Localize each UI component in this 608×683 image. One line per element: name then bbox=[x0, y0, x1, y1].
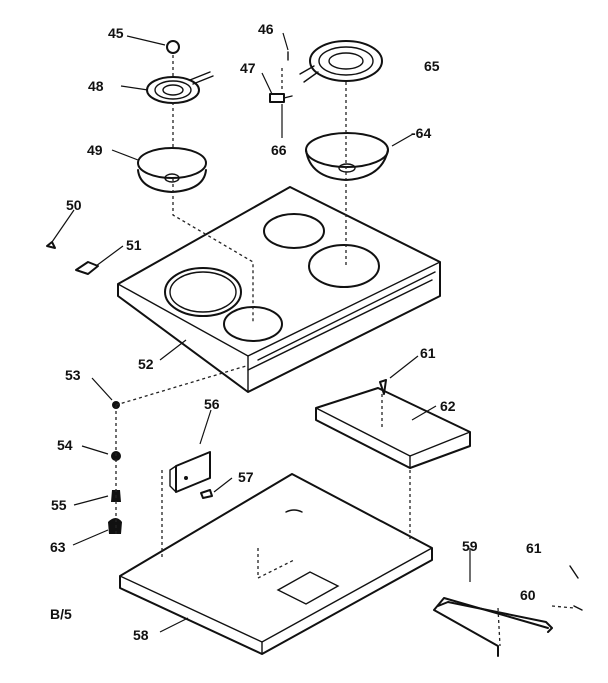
surface-element-part-65 bbox=[299, 40, 383, 83]
callout-61-right: 61 bbox=[526, 540, 542, 556]
hardware-parts-53-54-55-63 bbox=[108, 401, 122, 534]
callout-50: 50 bbox=[66, 197, 82, 213]
drip-pan-part-49 bbox=[137, 147, 207, 193]
clip-part-51 bbox=[75, 261, 99, 275]
handle-part-59 bbox=[433, 597, 553, 657]
callout-63: 63 bbox=[50, 539, 66, 555]
callout-49: 49 bbox=[87, 142, 103, 158]
callout-labels: 45 46 47 48 49 50 51 52 53 54 55 56 57 5… bbox=[50, 21, 542, 643]
screw-part-61-right bbox=[569, 565, 579, 579]
callout-61-upper: 61 bbox=[420, 345, 436, 361]
alignment-dashed-lines bbox=[115, 55, 575, 647]
callout-53: 53 bbox=[65, 367, 81, 383]
page-code: B/5 bbox=[50, 606, 72, 622]
callout-52: 52 bbox=[138, 356, 154, 372]
callout-leader-lines bbox=[51, 32, 471, 633]
drip-pan-part-64 bbox=[305, 132, 389, 181]
cooktop-part-52 bbox=[117, 186, 441, 393]
callout-60: 60 bbox=[520, 587, 536, 603]
screw-part-61-upper bbox=[379, 379, 387, 395]
receptacle-parts-46-47-66 bbox=[269, 51, 293, 103]
knob-part-45 bbox=[166, 40, 180, 54]
heat-shield-part-62 bbox=[315, 387, 471, 469]
bracket-part-56 bbox=[169, 451, 211, 493]
screw-part-60 bbox=[573, 605, 583, 611]
callout-51: 51 bbox=[126, 237, 142, 253]
callout-48: 48 bbox=[88, 78, 104, 94]
callout-56: 56 bbox=[204, 396, 220, 412]
callout-64: -64 bbox=[411, 125, 431, 141]
callout-55: 55 bbox=[51, 497, 67, 513]
surface-element-part-48 bbox=[146, 71, 214, 104]
callout-66: 66 bbox=[271, 142, 287, 158]
screw-part-50 bbox=[46, 241, 56, 249]
screw-part-57 bbox=[200, 489, 213, 499]
callout-54: 54 bbox=[57, 437, 73, 453]
callout-46: 46 bbox=[258, 21, 274, 37]
bottom-pan-part-58 bbox=[119, 473, 433, 655]
callout-62: 62 bbox=[440, 398, 456, 414]
callout-58: 58 bbox=[133, 627, 149, 643]
callout-45: 45 bbox=[108, 25, 124, 41]
callout-57: 57 bbox=[238, 469, 254, 485]
callout-59: 59 bbox=[462, 538, 478, 554]
callout-47: 47 bbox=[240, 60, 256, 76]
callout-65: 65 bbox=[424, 58, 440, 74]
